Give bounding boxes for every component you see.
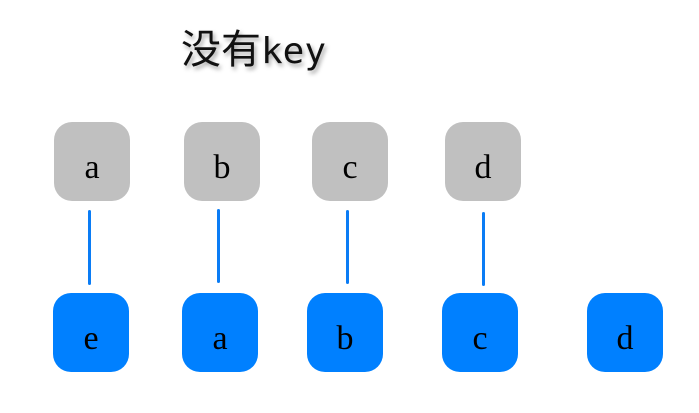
new-node-e: e	[53, 293, 129, 372]
node-label: b	[213, 148, 231, 186]
node-label: d	[616, 319, 634, 357]
node-label: b	[336, 319, 354, 357]
title-cjk: 没有	[181, 27, 261, 73]
old-node-a: a	[54, 122, 130, 201]
link-b-a	[217, 209, 220, 283]
node-label: a	[212, 319, 228, 357]
new-node-b: b	[307, 293, 383, 372]
node-label: c	[472, 319, 488, 357]
link-a-e	[88, 210, 91, 285]
title-latin: key	[261, 31, 327, 72]
new-node-d: d	[587, 293, 663, 372]
diagram-title: 没有key	[181, 24, 326, 78]
old-node-d: d	[445, 122, 521, 201]
old-node-b: b	[184, 122, 260, 201]
node-label: c	[342, 148, 358, 186]
node-label: a	[84, 148, 100, 186]
new-node-c: c	[442, 293, 518, 372]
old-node-c: c	[312, 122, 388, 201]
node-label: e	[83, 319, 99, 357]
new-node-a: a	[182, 293, 258, 372]
link-c-b	[346, 210, 349, 284]
node-label: d	[474, 148, 492, 186]
link-d-c	[482, 212, 485, 286]
